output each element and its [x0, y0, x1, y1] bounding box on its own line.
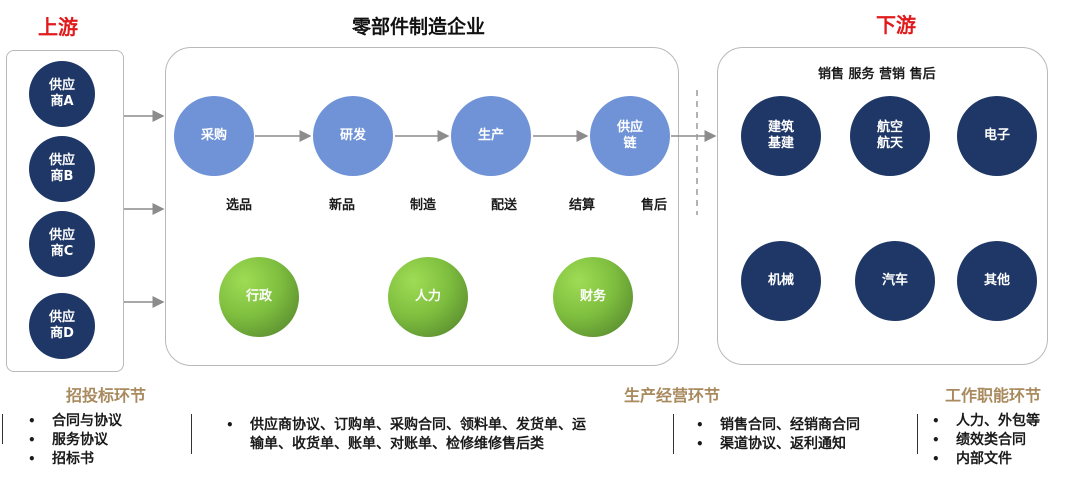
- bullet-icon: •: [932, 452, 940, 466]
- electronics-node: 电子: [957, 96, 1037, 176]
- list-item: • 供应商协议、订购单、采购合同、领料单、发货单、运 输单、收货单、账单、对账单、…: [226, 416, 586, 454]
- sub-label-delivery: 配送: [491, 198, 518, 213]
- operations-divider-left: [191, 414, 192, 454]
- sub-label-new-product: 新品: [329, 198, 356, 213]
- supply-chain-label: 供应 链: [616, 119, 643, 151]
- admin-label: 行政: [245, 288, 272, 304]
- bullet-icon: •: [696, 437, 704, 451]
- supplier-c-label: 供应 商C: [48, 227, 75, 259]
- list-item: • 服务协议: [28, 431, 122, 450]
- hr-label: 人力: [414, 288, 441, 304]
- procurement-label: 采购: [200, 127, 227, 143]
- list-item-text: 招标书: [52, 451, 94, 467]
- functions-section-title: 工作职能环节: [945, 386, 1042, 405]
- functions-list: • 人力、外包等 • 绩效类合同 • 内部文件: [932, 412, 1040, 469]
- supplier-b-label: 供应 商B: [48, 152, 75, 184]
- finance-node: 财务: [553, 257, 633, 337]
- supplier-a-node: 供应 商A: [29, 61, 95, 127]
- aerospace-label: 航空 航天: [876, 119, 903, 151]
- supply-chain-node: 供应 链: [590, 96, 670, 176]
- bullet-icon: •: [932, 414, 940, 428]
- bullet-icon: •: [28, 452, 36, 466]
- construction-node: 建筑 基建: [741, 96, 821, 176]
- sub-label-after-sales: 售后: [641, 198, 668, 213]
- sub-label-manufacturing: 制造: [410, 198, 437, 213]
- list-item: • 绩效类合同: [932, 431, 1040, 450]
- upstream-heading: 上游: [38, 15, 78, 39]
- bullet-icon: •: [28, 433, 36, 447]
- automotive-label: 汽车: [881, 272, 908, 288]
- list-item-text: 绩效类合同: [956, 432, 1026, 448]
- list-item: • 渠道协议、返利通知: [696, 435, 860, 454]
- bidding-list: • 合同与协议 • 服务协议 • 招标书: [28, 412, 122, 469]
- list-item-text: 合同与协议: [52, 413, 122, 429]
- list-item-text: 渠道协议、返利通知: [720, 436, 846, 452]
- bullet-icon: •: [696, 418, 704, 432]
- bullet-icon: •: [28, 414, 36, 428]
- rd-label: 研发: [339, 127, 366, 143]
- list-item: • 销售合同、经销商合同: [696, 416, 860, 435]
- admin-node: 行政: [219, 257, 299, 337]
- operations-divider-right: [673, 414, 674, 454]
- list-item: • 招标书: [28, 450, 122, 469]
- downstream-heading: 下游: [876, 13, 916, 37]
- supplier-a-label: 供应 商A: [48, 77, 75, 109]
- list-item: • 合同与协议: [28, 412, 122, 431]
- list-item-text: 服务协议: [52, 432, 108, 448]
- functions-divider: [917, 414, 918, 454]
- bullet-icon: •: [226, 418, 234, 432]
- hr-node: 人力: [388, 257, 468, 337]
- list-item: • 内部文件: [932, 450, 1040, 469]
- supplier-d-node: 供应 商D: [29, 293, 95, 359]
- list-item-text: 人力、外包等: [956, 413, 1040, 429]
- list-item: • 人力、外包等: [932, 412, 1040, 431]
- downstream-header: 销售 服务 营销 售后: [818, 67, 936, 82]
- procurement-node: 采购: [174, 96, 254, 176]
- supplier-c-node: 供应 商C: [29, 211, 95, 277]
- machinery-label: 机械: [767, 272, 794, 288]
- operations-documents-list: • 供应商协议、订购单、采购合同、领料单、发货单、运 输单、收货单、账单、对账单、…: [226, 416, 586, 454]
- construction-label: 建筑 基建: [767, 119, 794, 151]
- aerospace-node: 航空 航天: [850, 96, 930, 176]
- rd-node: 研发: [313, 96, 393, 176]
- machinery-node: 机械: [741, 241, 821, 321]
- bidding-section-title: 招投标环节: [66, 386, 147, 405]
- list-item-text: 销售合同、经销商合同: [720, 417, 860, 433]
- other-node: 其他: [957, 241, 1037, 321]
- supplier-b-node: 供应 商B: [29, 136, 95, 202]
- operations-sales-list: • 销售合同、经销商合同 • 渠道协议、返利通知: [696, 416, 860, 454]
- production-label: 生产: [477, 127, 504, 143]
- electronics-label: 电子: [983, 127, 1010, 143]
- enterprise-heading: 零部件制造企业: [352, 16, 486, 38]
- finance-label: 财务: [579, 288, 606, 304]
- production-node: 生产: [451, 96, 531, 176]
- supplier-d-label: 供应 商D: [48, 309, 75, 341]
- list-item-text: 内部文件: [956, 451, 1012, 467]
- list-item-text: 供应商协议、订购单、采购合同、领料单、发货单、运 输单、收货单、账单、对账单、检…: [250, 417, 586, 452]
- operations-section-title: 生产经营环节: [624, 386, 721, 405]
- bidding-divider: [2, 414, 3, 444]
- sub-label-settlement: 结算: [569, 198, 596, 213]
- other-label: 其他: [983, 272, 1010, 288]
- automotive-node: 汽车: [855, 241, 935, 321]
- bullet-icon: •: [932, 433, 940, 447]
- sub-label-selection: 选品: [226, 198, 253, 213]
